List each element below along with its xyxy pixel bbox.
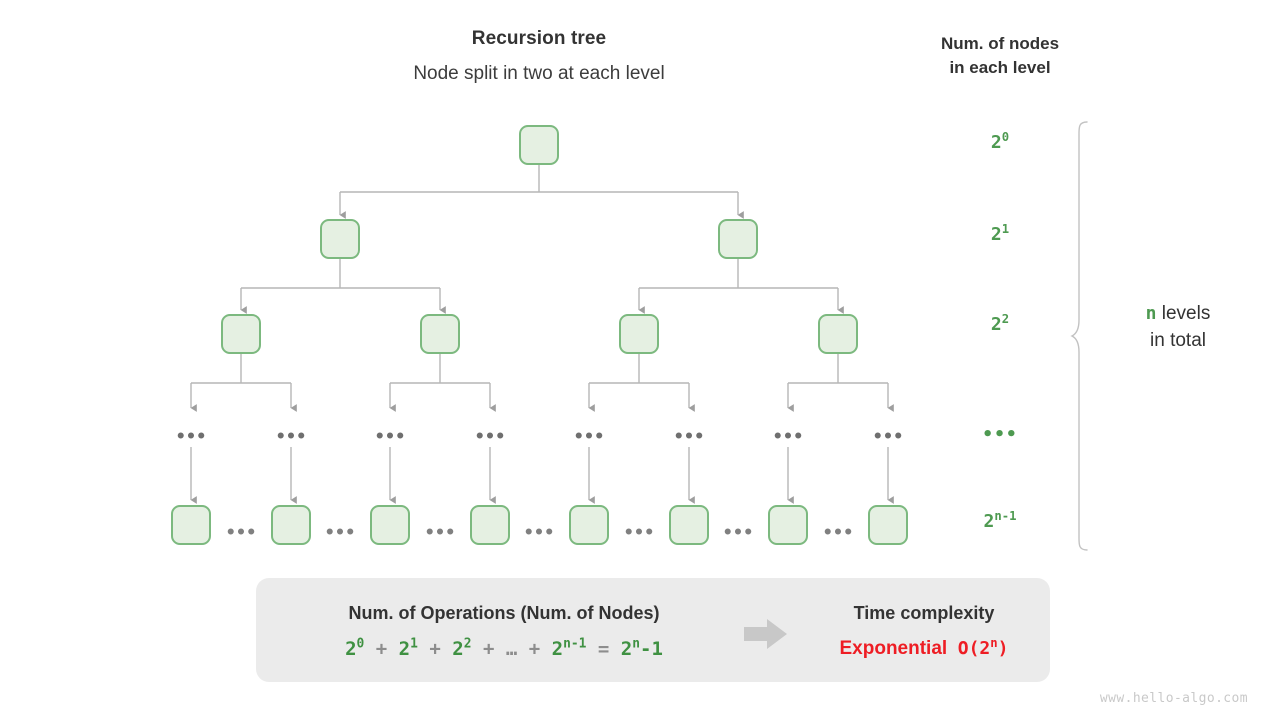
tree-node-root[interactable] (519, 125, 559, 165)
tree-ellipsis-last-5: ••• (722, 523, 754, 543)
tree-node-l1-0[interactable] (320, 219, 360, 259)
right-column-title: Num. of nodes in each level (900, 32, 1100, 80)
tree-node-last-0[interactable] (171, 505, 211, 545)
operations-title: Num. of Operations (Num. of Nodes) (348, 603, 660, 623)
tree-ellipsis-last-3: ••• (523, 523, 555, 543)
page-title: Recursion tree (471, 28, 607, 49)
formula-term-1: 21 (398, 636, 418, 660)
tree-ellipsis-last-4: ••• (623, 523, 655, 543)
tree-node-l2-0[interactable] (221, 314, 261, 354)
total-levels-word: levels (1161, 303, 1211, 324)
level-count-ellipsis: ••• (982, 424, 1018, 445)
formula-term-n: 2n-1 (551, 636, 587, 660)
level-count-1-base: 2 (990, 224, 1002, 245)
tree-node-last-7[interactable] (868, 505, 908, 545)
tree-node-l2-2[interactable] (619, 314, 659, 354)
operations-formula: 20 + 21 + 22 + … + 2n-1 = 2n-1 (276, 638, 732, 660)
tree-node-last-4[interactable] (569, 505, 609, 545)
total-levels-line2: in total (1150, 330, 1206, 351)
tree-ellipsis-l3-2: ••• (374, 427, 406, 447)
tree-node-last-5[interactable] (669, 505, 709, 545)
tree-ellipsis-l3-0: ••• (175, 427, 207, 447)
right-arrow-icon (744, 619, 787, 649)
level-count-0-base: 2 (990, 132, 1002, 153)
formula-result: 2n-1 (620, 636, 663, 660)
formula-term-2: 22 (452, 636, 472, 660)
level-count-2-base: 2 (990, 314, 1002, 335)
tree-node-last-3[interactable] (470, 505, 510, 545)
total-levels-symbol: n (1145, 303, 1157, 324)
tree-ellipsis-l3-4: ••• (573, 427, 605, 447)
complexity-word: Exponential (839, 638, 948, 659)
tree-node-l2-3[interactable] (818, 314, 858, 354)
tree-node-last-1[interactable] (271, 505, 311, 545)
tree-ellipsis-l3-1: ••• (275, 427, 307, 447)
tree-node-last-2[interactable] (370, 505, 410, 545)
page-subtitle: Node split in two at each level (413, 63, 665, 84)
formula-equals: = (597, 638, 610, 660)
tree-ellipsis-last-0: ••• (225, 523, 257, 543)
total-levels-caption: n levels in total (1108, 300, 1248, 354)
level-count-0-exp: 0 (1001, 130, 1010, 144)
level-count-last-exp: n-1 (994, 509, 1017, 523)
right-column-title-line1: Num. of nodes (940, 34, 1060, 53)
tree-node-l1-1[interactable] (718, 219, 758, 259)
levels-brace-icon (1070, 121, 1088, 551)
watermark: www.hello-algo.com (1099, 691, 1248, 706)
complexity-bigo: O(2n) (957, 636, 1009, 659)
formula-op-1: + (429, 638, 441, 660)
tree-node-last-6[interactable] (768, 505, 808, 545)
right-column-title-line2: in each level (949, 58, 1051, 77)
level-count-2-exp: 2 (1001, 312, 1010, 326)
level-count-2: 22 (940, 312, 1060, 335)
tree-ellipsis-l3-5: ••• (673, 427, 705, 447)
level-count-0: 20 (940, 130, 1060, 153)
summary-panel (256, 578, 1050, 682)
complexity-value: Exponential O(2n) (800, 636, 1048, 660)
formula-op-2: + (482, 638, 495, 660)
formula-ellipsis: … (505, 638, 518, 660)
tree-node-l2-1[interactable] (420, 314, 460, 354)
tree-ellipsis-l3-6: ••• (772, 427, 804, 447)
total-levels-line1: n levels (1108, 300, 1248, 327)
level-count-1-exp: 1 (1001, 222, 1010, 236)
formula-term-0: 20 (345, 636, 365, 660)
formula-op-3: + (528, 638, 541, 660)
tree-ellipsis-last-2: ••• (424, 523, 456, 543)
tree-ellipsis-last-1: ••• (324, 523, 356, 543)
tree-ellipsis-l3-3: ••• (474, 427, 506, 447)
tree-ellipsis-l3-7: ••• (872, 427, 904, 447)
level-count-last: 2n-1 (940, 509, 1060, 532)
level-count-1: 21 (940, 222, 1060, 245)
tree-ellipsis-last-6: ••• (822, 523, 854, 543)
level-count-last-base: 2 (983, 511, 995, 532)
formula-op-0: + (375, 638, 388, 660)
complexity-title: Time complexity (853, 603, 995, 623)
